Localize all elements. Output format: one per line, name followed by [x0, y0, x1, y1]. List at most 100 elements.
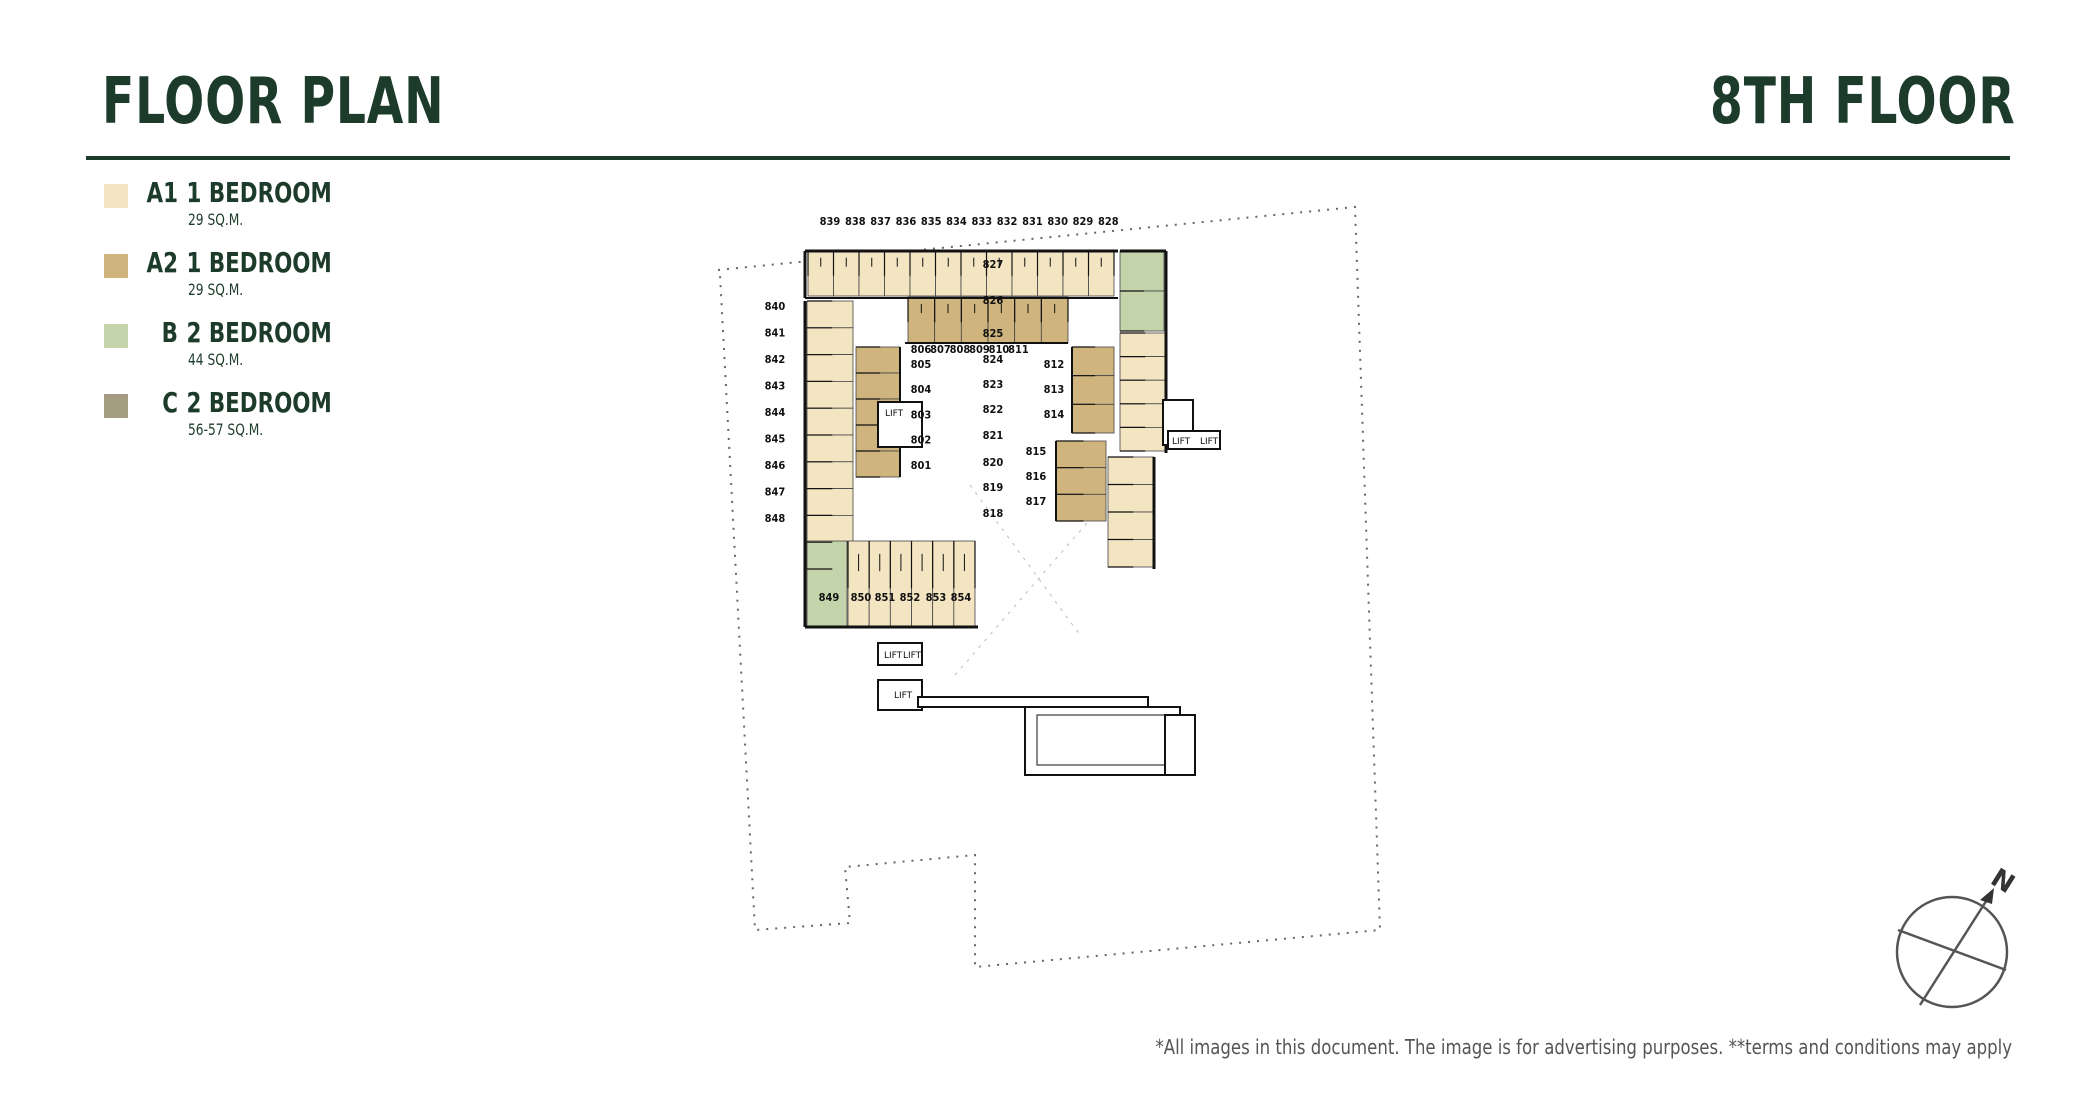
unit-block: [806, 354, 854, 382]
unit-block: [1119, 403, 1167, 428]
unit-block: [907, 296, 936, 344]
legend-code: A1: [146, 176, 178, 209]
floor-title: 8TH FLOOR: [1710, 65, 2016, 139]
unit-block: [1107, 539, 1155, 568]
unit-number-label: 823: [983, 378, 1004, 391]
unit-number-label: 818: [983, 507, 1004, 520]
unit-number-label: 801: [911, 459, 932, 472]
unit-number-label: 816: [1026, 470, 1047, 483]
lift-label: LIFT: [1200, 437, 1219, 447]
unit-number-label: 850: [851, 591, 872, 604]
unit-block: [1119, 356, 1167, 381]
unit-number-label: 812: [1044, 358, 1065, 371]
unit-block: [1119, 290, 1165, 332]
unit-block: [806, 540, 848, 628]
unit-number-label: 807: [930, 343, 951, 356]
lift-label: LIFT: [884, 651, 903, 661]
unit-number-label: 840: [765, 300, 786, 313]
lift-label: LIFT: [885, 409, 904, 419]
unit-block: [1071, 403, 1115, 434]
unit-block: [806, 380, 854, 409]
unit-number-label: 844: [765, 406, 786, 419]
unit-number-label: 803: [911, 408, 932, 421]
unit-block: [806, 300, 854, 329]
disclaimer-text: *All images in this document. The image …: [1155, 1035, 2012, 1059]
unit-number-label: 804: [911, 383, 932, 396]
unit-number-label: 841: [765, 327, 786, 340]
unit-block: [934, 296, 962, 344]
unit-number-label: 839: [820, 215, 841, 228]
floor-plan-diagram: LIFT LIFT LIFT LIFT LIFT LIFT 839 838 837 8…: [717, 205, 1382, 969]
unit-number-label: 836: [896, 215, 917, 228]
legend-code: A2: [146, 246, 178, 279]
unit-number-label: 854: [951, 591, 972, 604]
unit-number-label: 822: [983, 403, 1004, 416]
unit-number-label: 831: [1022, 215, 1043, 228]
unit-number-label: 827: [983, 258, 1004, 271]
unit-number-label: 843: [765, 380, 786, 393]
unit-number-label: 828: [1098, 215, 1119, 228]
unit-number-label: 853: [926, 591, 947, 604]
site-boundary: [717, 205, 1382, 969]
unit-number-label: 842: [765, 353, 786, 366]
legend-size: 44 SQ.M.: [188, 350, 244, 369]
unit-block: [1119, 250, 1165, 292]
unit-number-label: 829: [1073, 215, 1094, 228]
unit-number-label: 805: [911, 358, 932, 371]
unit-number-label: 833: [971, 215, 992, 228]
unit-number-label: 852: [900, 591, 921, 604]
unit-block: [1107, 484, 1155, 513]
unit-number-label: 815: [1026, 445, 1047, 458]
unit-number-label: 846: [765, 459, 786, 472]
unit-number-label: 825: [983, 327, 1004, 340]
unit-number-label: 817: [1026, 495, 1047, 508]
lift-label: LIFT: [1172, 437, 1191, 447]
unit-number-label: 819: [983, 481, 1004, 494]
unit-number-label: 808: [950, 343, 971, 356]
unit-block: [855, 450, 901, 478]
unit-block: [1119, 332, 1167, 358]
unit-number-label: 848: [765, 512, 786, 525]
lift-lobbies: LIFT LIFT LIFT LIFT LIFT LIFT: [877, 399, 1221, 776]
lift-label: LIFT: [903, 651, 922, 661]
unit-block: [1107, 511, 1155, 540]
unit-block: [1014, 296, 1042, 344]
legend-swatch-b: [104, 324, 128, 348]
unit-block: [1119, 426, 1167, 452]
legend-swatch-c: [104, 394, 128, 418]
unit-number-label: 834: [946, 215, 967, 228]
unit-number-label: 838: [845, 215, 866, 228]
unit-block: [1119, 379, 1167, 405]
unit-number-label: 814: [1044, 408, 1065, 421]
legend-swatch-a2: [104, 254, 128, 278]
unit-number-label: 810: [989, 343, 1010, 356]
legend-type: 1 BEDROOM: [186, 246, 332, 279]
unit-block: [1055, 440, 1107, 469]
unit-number-label: 835: [921, 215, 942, 228]
legend-swatch-a1: [104, 184, 128, 208]
unit-number-label: 851: [875, 591, 896, 604]
legend-type: 1 BEDROOM: [186, 176, 332, 209]
unit-number-label: 820: [983, 456, 1004, 469]
header-divider: [86, 156, 2010, 160]
unit-number-label: 821: [983, 429, 1004, 442]
unit-block: [1071, 346, 1115, 377]
unit-block: [1040, 296, 1069, 344]
unit-block: [855, 372, 901, 400]
page-title: FLOOR PLAN: [102, 65, 445, 139]
unit-block: [806, 514, 854, 543]
legend-size: 29 SQ.M.: [188, 210, 244, 229]
unit-number-label: 832: [997, 215, 1018, 228]
legend-size: 56-57 SQ.M.: [188, 420, 264, 439]
unit-number-label: 847: [765, 486, 786, 499]
unit-block: [1071, 375, 1115, 405]
unit-number-label: 806: [911, 343, 932, 356]
unit-block: [806, 407, 854, 436]
unit-block: [806, 327, 854, 356]
unit-number-label: 830: [1047, 215, 1068, 228]
unit-number-label: 826: [983, 294, 1004, 307]
unit-number-label: 849: [819, 591, 840, 604]
unit-number-label: 802: [911, 434, 932, 447]
unit-block: [806, 434, 854, 463]
unit-number-label: 837: [870, 215, 891, 228]
